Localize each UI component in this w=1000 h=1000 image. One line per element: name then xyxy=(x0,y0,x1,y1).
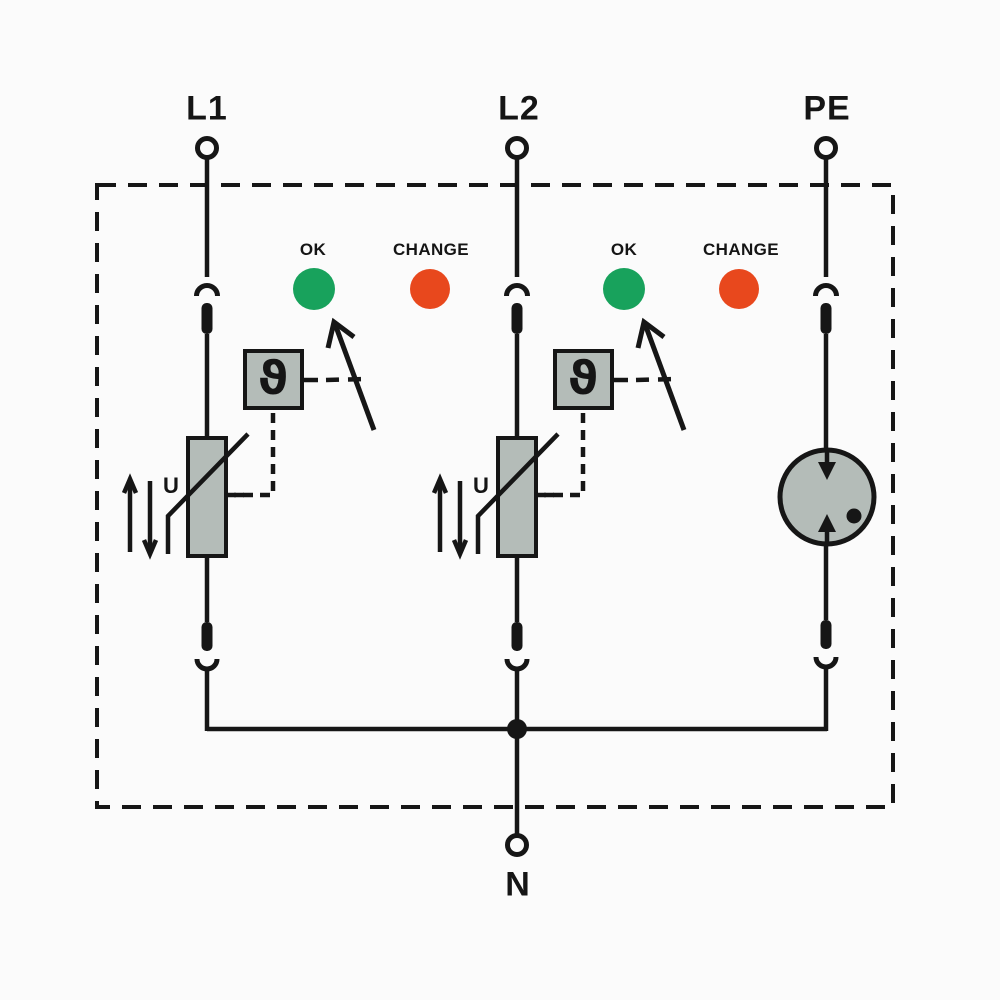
branch-pe xyxy=(777,136,877,731)
terminal-circle-l1 xyxy=(195,136,219,160)
voltage-label-l1: U xyxy=(163,473,179,498)
thermal-link-dashed xyxy=(635,376,677,383)
terminal-circle-n xyxy=(505,833,529,857)
change-lamp-2 xyxy=(719,269,759,309)
plug-socket-icon xyxy=(813,283,839,297)
spark-gap-arrows-icon xyxy=(818,451,862,543)
ok-label-2: OK xyxy=(610,240,638,259)
voltage-arrows-icon xyxy=(121,473,159,560)
enclosure-dashed-border xyxy=(95,183,895,809)
ok-lamp-1 xyxy=(293,268,335,310)
plug-socket-icon xyxy=(194,658,220,672)
plug-pin-icon xyxy=(511,303,523,334)
terminal-circle-l2 xyxy=(505,136,529,160)
ok-lamp-2 xyxy=(603,268,645,310)
varistor-body-l2 xyxy=(496,436,538,558)
terminal-label-pe: PE xyxy=(803,89,851,128)
terminal-circle-pe xyxy=(814,136,838,160)
voltage-arrows-icon xyxy=(431,473,469,560)
thermal-link-dashed xyxy=(234,413,276,498)
terminal-label-l1: L1 xyxy=(186,89,228,128)
terminal-label-n: N xyxy=(505,865,531,904)
status-arrow-icon xyxy=(325,317,377,431)
thermal-symbol-l1: ϑ xyxy=(257,351,289,405)
branch-l1 xyxy=(121,136,377,731)
plug-pin-icon xyxy=(201,622,213,651)
status-arrow-icon xyxy=(635,317,687,431)
voltage-label-l2: U xyxy=(473,473,489,498)
branch-l2 xyxy=(431,136,687,731)
terminal-label-l2: L2 xyxy=(498,89,540,128)
electrode-dot-icon xyxy=(846,508,862,524)
thermal-symbol-l2: ϑ xyxy=(567,351,599,405)
plug-socket-icon xyxy=(194,283,220,297)
change-label-1: CHANGE xyxy=(392,240,470,259)
thermal-link-dashed xyxy=(325,376,367,383)
plug-socket-icon xyxy=(504,283,530,297)
plug-socket-icon xyxy=(813,656,839,670)
change-label-2: CHANGE xyxy=(702,240,780,259)
plug-pin-icon xyxy=(201,303,213,334)
plug-pin-icon xyxy=(820,303,832,334)
plug-pin-icon xyxy=(511,622,523,651)
varistor-diagonal-icon xyxy=(475,432,560,554)
varistor-body-l1 xyxy=(186,436,228,558)
ok-label-1: OK xyxy=(299,240,327,259)
plug-pin-icon xyxy=(820,620,832,649)
varistor-diagonal-icon xyxy=(165,432,250,554)
plug-socket-icon xyxy=(504,658,530,672)
thermal-link-dashed xyxy=(544,413,586,498)
neutral-bus xyxy=(207,719,827,857)
change-lamp-1 xyxy=(410,269,450,309)
